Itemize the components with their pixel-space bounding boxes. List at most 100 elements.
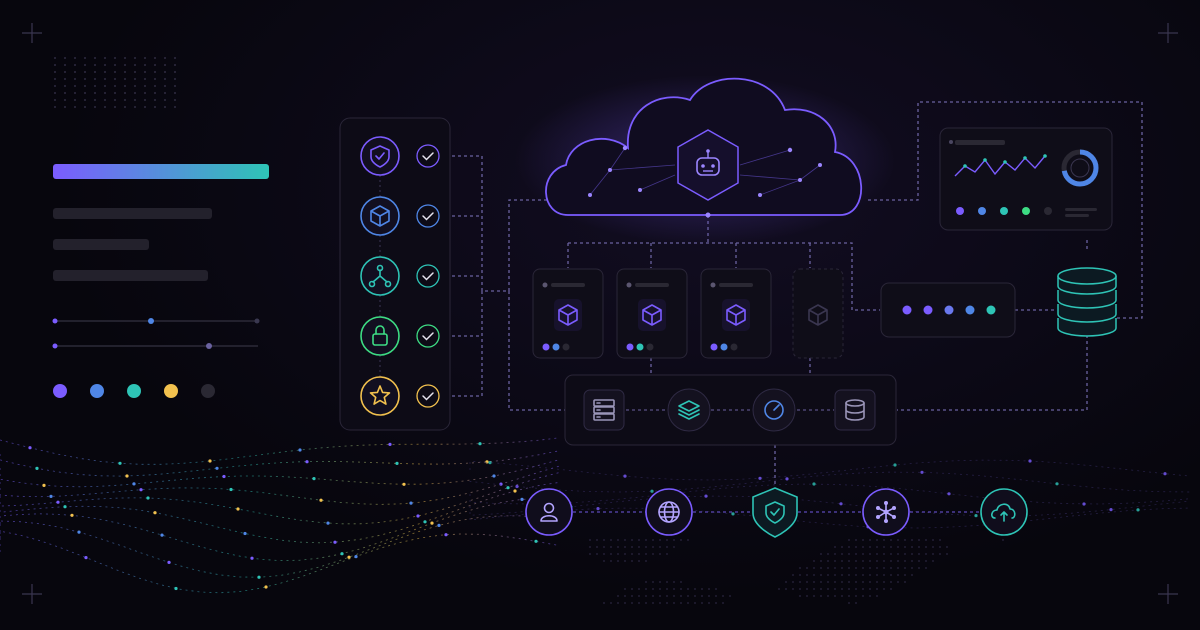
map-dot (813, 581, 815, 583)
wave-line (0, 515, 561, 578)
map-dot (596, 539, 598, 541)
map-dot (708, 588, 710, 590)
service-node[interactable] (583, 389, 625, 431)
map-dot (869, 595, 871, 597)
service-node[interactable] (667, 388, 711, 432)
map-dot (890, 581, 892, 583)
network-wave-line (469, 495, 1191, 517)
network-dot (758, 476, 762, 480)
map-dot (876, 574, 878, 576)
network-node[interactable] (980, 488, 1028, 536)
map-dot (946, 553, 948, 555)
map-dot (897, 560, 899, 562)
grid-dot (114, 99, 116, 101)
wave-dot (347, 555, 351, 559)
network-dot (1082, 502, 1086, 506)
gauge-ring (764, 400, 784, 420)
map-dot (813, 595, 815, 597)
map-dot (687, 588, 689, 590)
map-dot (617, 546, 619, 548)
map-dot (876, 595, 878, 597)
map-dot (652, 539, 654, 541)
grid-dot (114, 64, 116, 66)
cube-icon (726, 304, 746, 326)
cube-icon (808, 304, 828, 326)
slider-handle[interactable] (206, 343, 212, 349)
map-dot (666, 546, 668, 548)
wave-dot (312, 477, 316, 481)
map-dot (820, 553, 822, 555)
dashboard-line-chart (954, 154, 1047, 177)
grid-dot (144, 106, 146, 108)
grid-dot (74, 71, 76, 73)
grid-dot (74, 92, 76, 94)
grid-dot (104, 57, 106, 59)
network-dot (515, 484, 519, 489)
grid-dot (64, 64, 66, 66)
text-placeholder-line (53, 208, 212, 219)
map-dot (841, 567, 843, 569)
map-dot (827, 553, 829, 555)
network-node[interactable] (645, 488, 693, 536)
map-dot (666, 539, 668, 541)
map-dot (701, 595, 703, 597)
pipeline-dot (986, 305, 996, 315)
map-dot (841, 560, 843, 562)
map-dot (806, 574, 808, 576)
network-node[interactable] (862, 488, 910, 536)
map-dot (841, 581, 843, 583)
map-dot (834, 588, 836, 590)
shield-node-frame (752, 487, 798, 538)
network-dot (1136, 508, 1140, 512)
wave-dot (125, 474, 129, 478)
grid-dot (124, 99, 126, 101)
wave-dot (326, 521, 330, 525)
map-dot (596, 553, 598, 555)
grid-dot (144, 78, 146, 80)
map-dot (883, 588, 885, 590)
grid-dot (54, 106, 56, 108)
map-dot (631, 560, 633, 562)
service-node[interactable] (834, 389, 876, 431)
grid-dot (54, 85, 56, 87)
grid-dot (154, 99, 156, 101)
map-dot (1002, 539, 1004, 541)
map-dot (883, 539, 885, 541)
service-node[interactable] (752, 388, 796, 432)
map-dot (876, 546, 878, 548)
wave-dot (229, 487, 233, 492)
grid-dot (94, 92, 96, 94)
map-dot (631, 602, 633, 604)
wave-dot (42, 483, 46, 487)
db-body (845, 402, 865, 421)
network-node[interactable] (752, 487, 798, 538)
grid-dot (94, 64, 96, 66)
slider-1[interactable] (52, 318, 260, 324)
cloud-outline (991, 503, 1016, 519)
cloud (515, 75, 895, 245)
map-dot (911, 567, 913, 569)
user-icon (540, 502, 558, 522)
grid-dot (114, 85, 116, 87)
network-node[interactable] (525, 488, 573, 536)
module-status-dot (730, 343, 738, 351)
map-dot (687, 595, 689, 597)
map-dot (701, 588, 703, 590)
map-dot (897, 581, 899, 583)
map-dot (708, 595, 710, 597)
map-dot (813, 567, 815, 569)
network-dot (893, 463, 897, 467)
network-wave-line (469, 507, 1191, 529)
slider-handle[interactable] (148, 318, 154, 324)
grid-dot (74, 106, 76, 108)
map-dot (652, 588, 654, 590)
service-tile (667, 388, 711, 432)
grid-dot (114, 71, 116, 73)
wave-line (0, 472, 561, 525)
wave-dot (250, 556, 254, 560)
wave-dot (160, 533, 164, 537)
map-dot (673, 539, 675, 541)
map-dot (855, 602, 857, 604)
map-dot (862, 567, 864, 569)
slider-2[interactable] (52, 343, 259, 349)
